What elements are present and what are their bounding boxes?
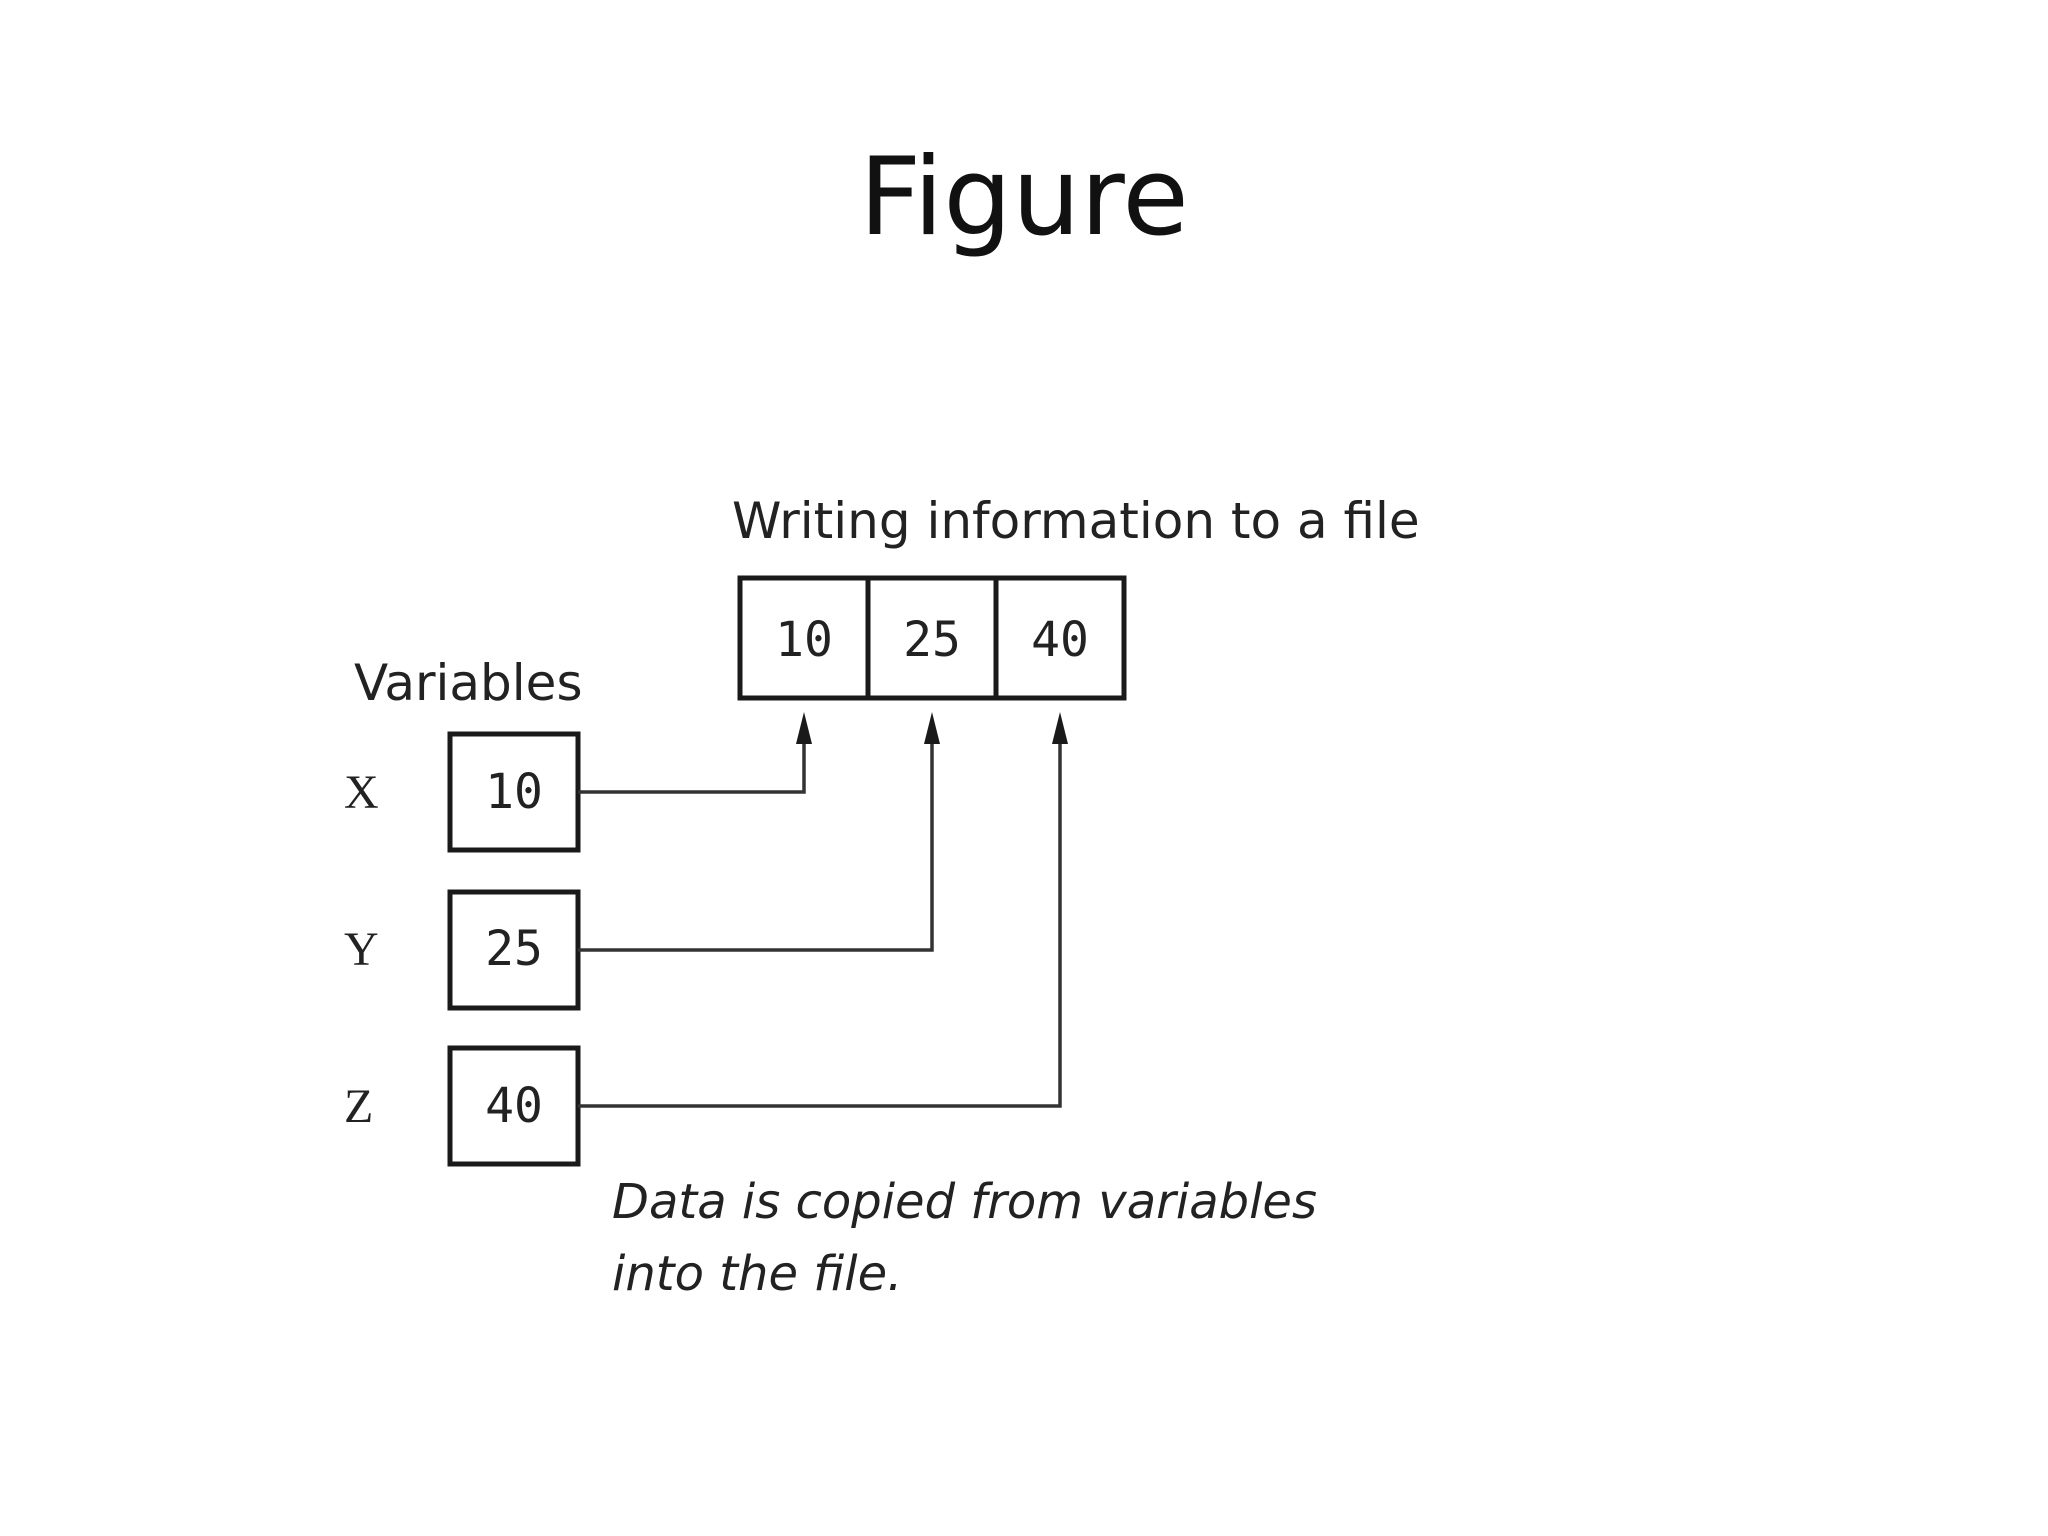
variable-row-x: X 10 (344, 731, 581, 853)
variable-row-y: Y 25 (344, 889, 581, 1011)
variable-value: 25 (485, 921, 543, 977)
arrowhead-x (796, 712, 812, 744)
connector-y-to-file (578, 728, 934, 952)
arrowhead-z (1052, 712, 1068, 744)
file-cell-box (993, 575, 1127, 701)
variable-box (447, 1045, 581, 1167)
caption-line-2: into the file. (612, 1246, 902, 1302)
variable-name: Y (344, 923, 379, 976)
file-cell-box (737, 575, 871, 701)
connector-z-to-file (578, 728, 1062, 1108)
variable-box (447, 889, 581, 1011)
file-label: Writing information to a file (732, 492, 1420, 550)
file-record: 10 25 40 (737, 575, 1127, 701)
variable-value: 10 (485, 764, 543, 820)
variable-name: Z (344, 1080, 373, 1133)
variables-label: Variables (354, 654, 583, 712)
caption-line-1: Data is copied from variables (612, 1174, 1317, 1230)
connector-x-to-file (578, 728, 806, 794)
variable-box (447, 731, 581, 853)
variable-name: X (344, 766, 379, 819)
variable-value: 40 (485, 1078, 543, 1134)
file-cell-value: 10 (775, 612, 833, 668)
file-cell-value: 40 (1031, 612, 1089, 668)
arrowhead-y (924, 712, 940, 744)
file-cell-value: 25 (903, 612, 961, 668)
variable-row-z: Z 40 (344, 1045, 581, 1167)
slide-title: Figure (859, 135, 1189, 260)
file-cell-box (865, 575, 999, 701)
